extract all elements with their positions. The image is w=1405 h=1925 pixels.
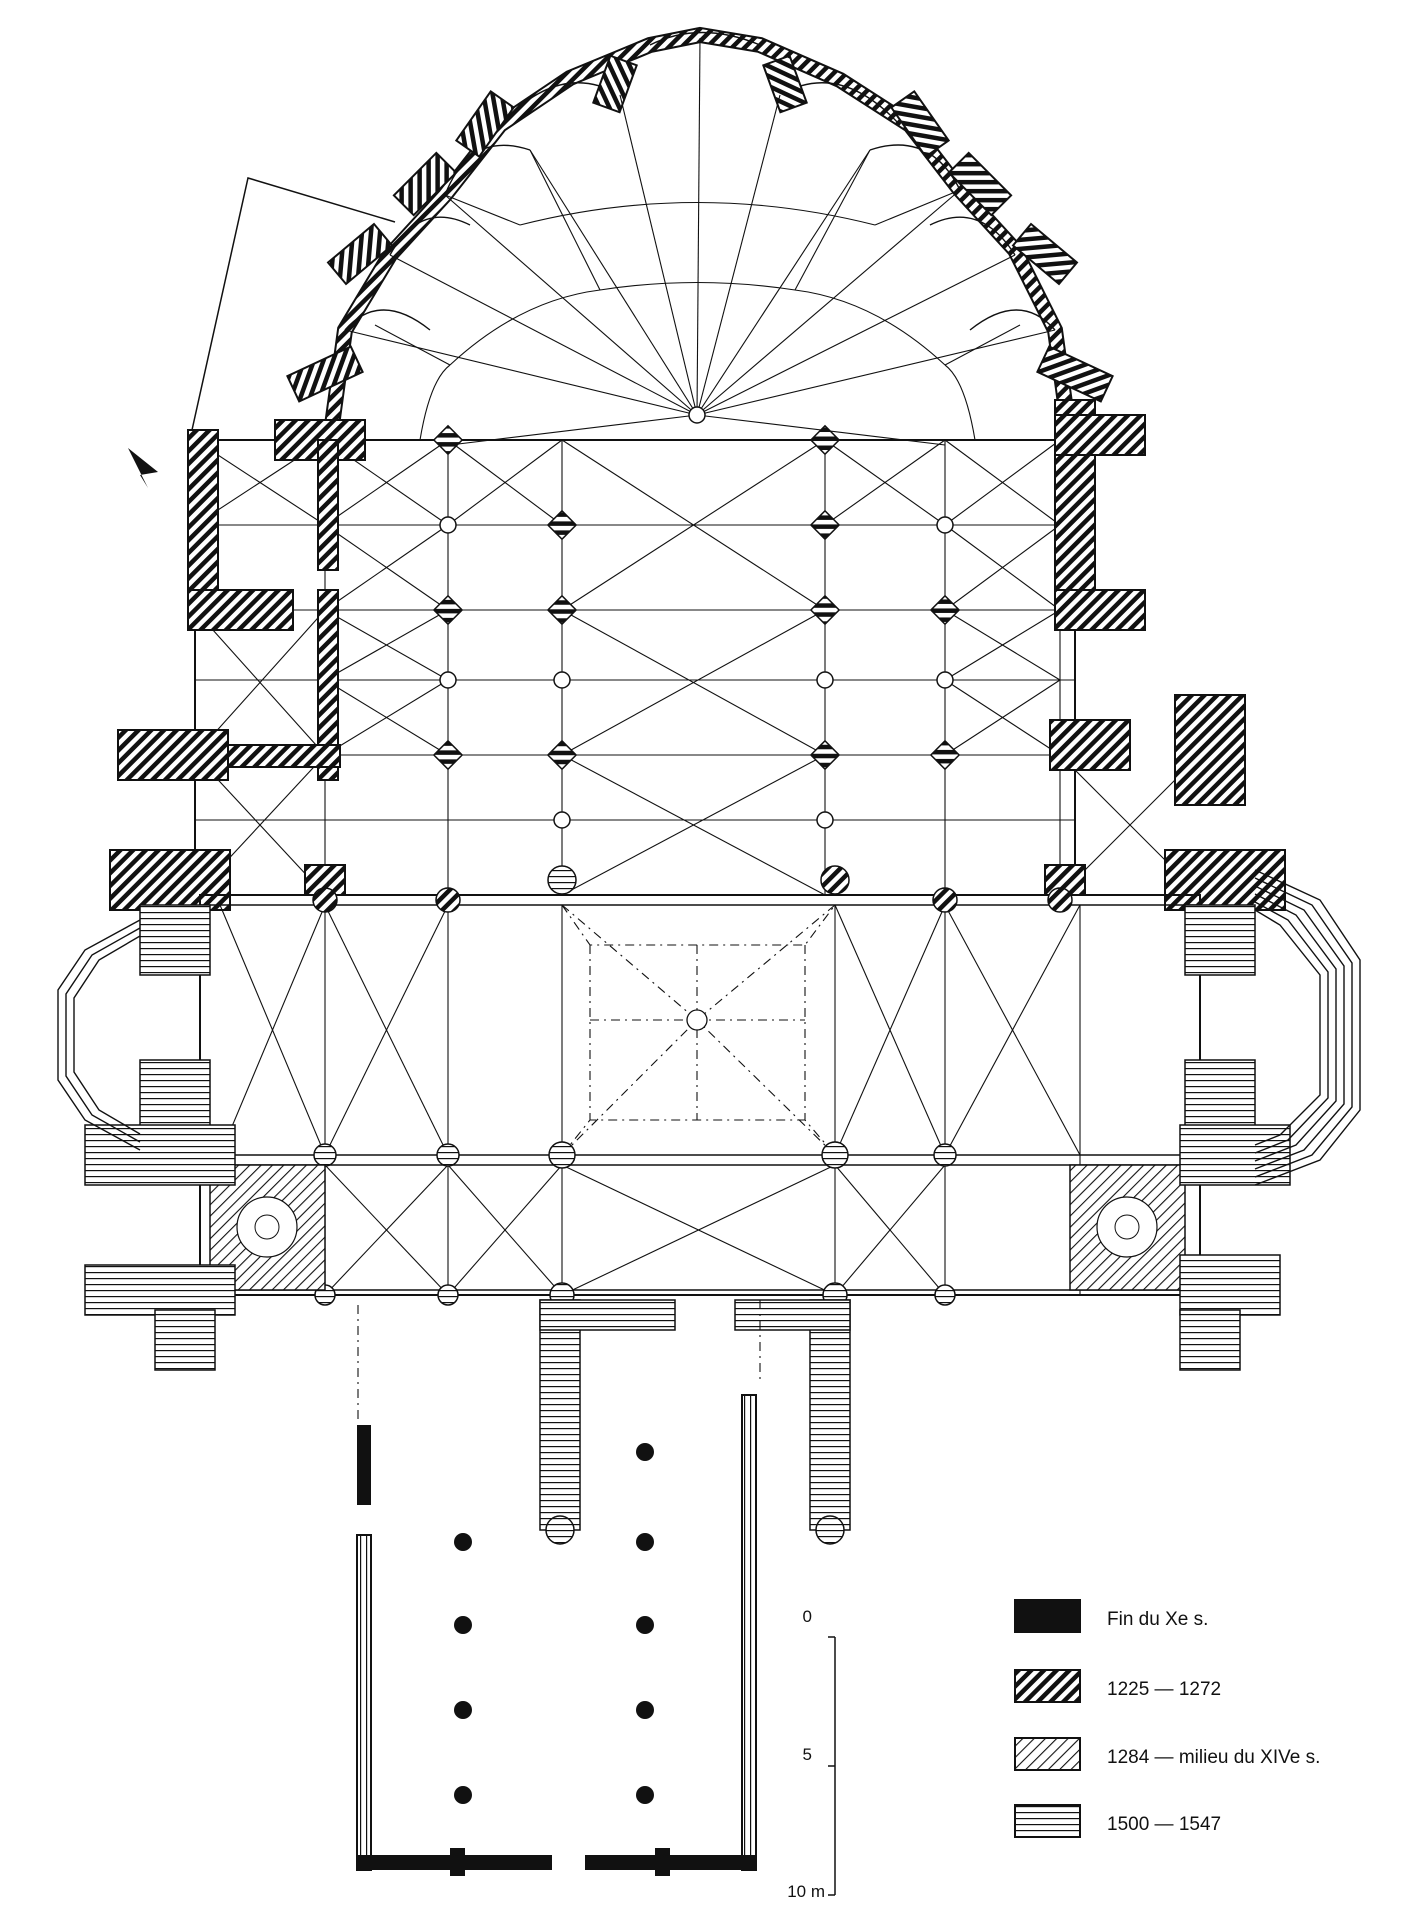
choir-walls <box>109 399 1286 911</box>
early-nave <box>356 1394 757 1876</box>
nave-columns <box>454 1443 654 1804</box>
north-porch <box>57 919 141 1151</box>
scale-tick-0: 0 <box>803 1607 812 1626</box>
choir-vault-ribs <box>194 439 1201 896</box>
legend-swatch-hatch-light <box>1014 1737 1081 1771</box>
transept-piers <box>312 865 1073 1308</box>
scale-bar: 0 5 10 m <box>787 1607 836 1901</box>
choir <box>109 399 1286 911</box>
scale-tick-5: 5 <box>803 1745 812 1764</box>
south-porch <box>1254 869 1361 1186</box>
legend-item-1500: 1500 — 1547 <box>1014 1804 1221 1838</box>
legend-swatch-hatch-dense <box>1014 1669 1081 1703</box>
legend-label-0: Fin du Xe s. <box>1107 1609 1208 1630</box>
legend-label-1: 1225 — 1272 <box>1107 1679 1221 1700</box>
legend-swatch-solid <box>1014 1599 1081 1633</box>
apse <box>286 26 1114 446</box>
transept-end-walls <box>84 904 1291 1371</box>
side-chapel-right <box>1069 1164 1186 1291</box>
north-arrow-icon <box>128 177 396 488</box>
legend: Fin du Xe s. 1225 — 1272 1284 — milieu d… <box>1014 1599 1320 1838</box>
legend-item-fin-xe: Fin du Xe s. <box>1014 1599 1208 1633</box>
transept-vault-ribs <box>219 904 1081 1296</box>
transept <box>57 865 1361 1371</box>
choir-piers <box>432 424 961 829</box>
legend-item-1225: 1225 — 1272 <box>1014 1669 1221 1703</box>
scale-tick-10: 10 m <box>787 1882 825 1901</box>
legend-swatch-horizontal-lines <box>1014 1804 1081 1838</box>
legend-label-3: 1500 — 1547 <box>1107 1814 1221 1835</box>
apse-vault-ribs <box>344 37 1056 446</box>
crossing <box>561 904 836 1156</box>
legend-label-2: 1284 — milieu du XIVe s. <box>1107 1747 1320 1768</box>
apse-keystone <box>688 406 706 424</box>
western-stair-towers <box>357 1299 851 1545</box>
apse-buttresses <box>286 54 1114 403</box>
legend-item-1284: 1284 — milieu du XIVe s. <box>1014 1737 1320 1771</box>
